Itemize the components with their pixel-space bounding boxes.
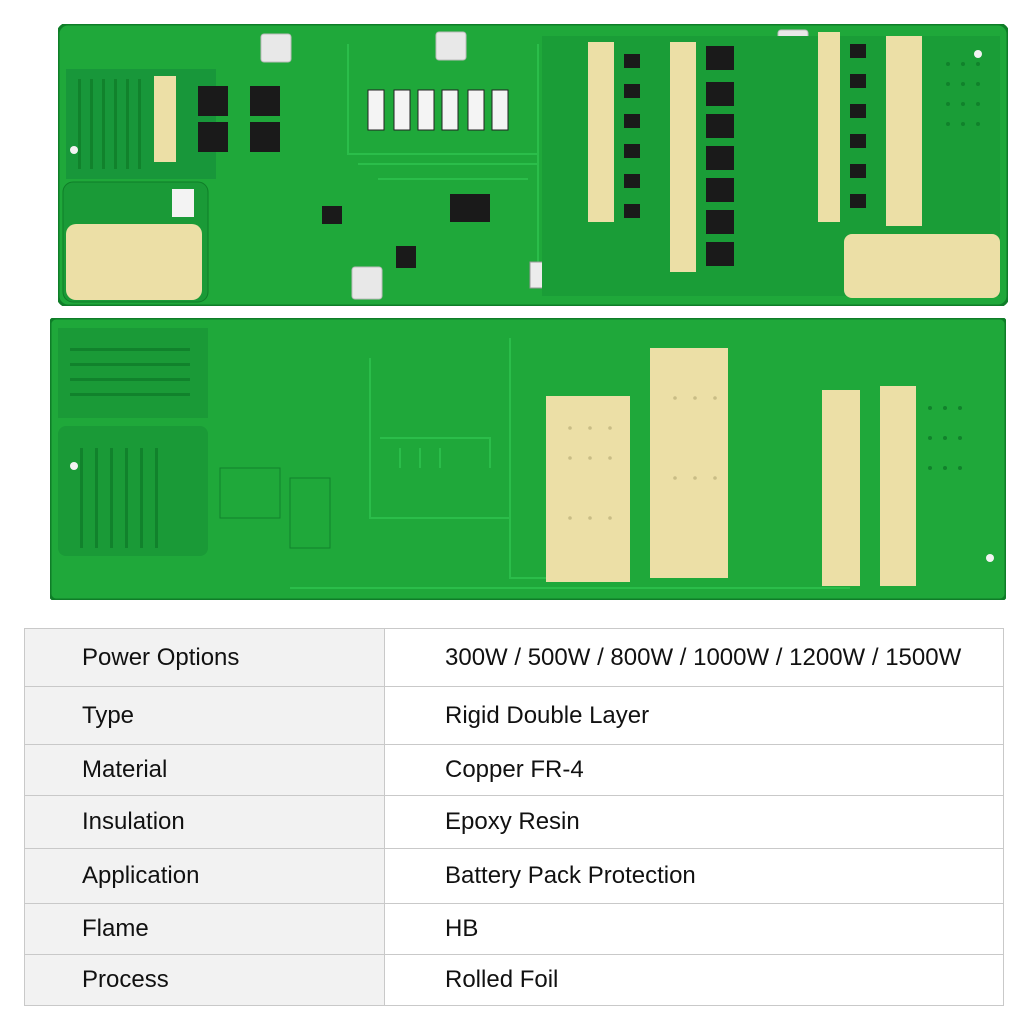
spec-row-application: Application Battery Pack Protection [24,848,1004,904]
spec-value: Battery Pack Protection [384,848,1004,904]
spec-label: Type [24,686,385,745]
pcb-board-top-image [58,24,1008,306]
spec-row-flame: Flame HB [24,903,1004,955]
spec-label: Insulation [24,795,385,849]
spec-label: Material [24,744,385,796]
spec-row-type: Type Rigid Double Layer [24,686,1004,745]
spec-value: Rolled Foil [384,954,1004,1006]
spec-table: Power Options 300W / 500W / 800W / 1000W… [24,628,1004,1006]
spec-row-power-options: Power Options 300W / 500W / 800W / 1000W… [24,628,1004,687]
pcb-board-bottom-image [50,318,1006,600]
spec-label: Power Options [24,628,385,687]
spec-value: Epoxy Resin [384,795,1004,849]
spec-row-process: Process Rolled Foil [24,954,1004,1006]
spec-label: Application [24,848,385,904]
spec-value: Rigid Double Layer [384,686,1004,745]
spec-row-insulation: Insulation Epoxy Resin [24,795,1004,849]
spec-row-material: Material Copper FR-4 [24,744,1004,796]
spec-value: 300W / 500W / 800W / 1000W / 1200W / 150… [384,628,1004,687]
spec-value: HB [384,903,1004,955]
spec-label: Process [24,954,385,1006]
spec-label: Flame [24,903,385,955]
spec-value: Copper FR-4 [384,744,1004,796]
